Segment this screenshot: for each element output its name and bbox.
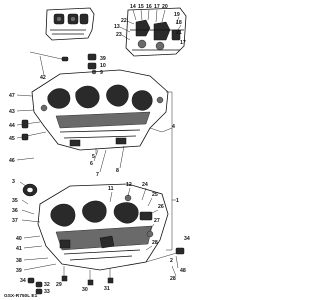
seal-group-left: 3 35 36 37: [12, 179, 41, 224]
callout-24: 24: [142, 182, 148, 188]
callout-28b: 28: [170, 276, 176, 282]
parts-diagram: 14 15 16 17 20 22 13 19 18 23 21 17 42 3…: [4, 4, 190, 299]
callout-2: 2: [170, 258, 173, 264]
callout-28: 28: [152, 240, 158, 246]
callout-12: 12: [126, 182, 132, 188]
callout-21: 21: [176, 30, 182, 36]
crankcase-exploded-view: 14 15 16 17 20 22 13 19 18 23 21 17 42 3…: [4, 4, 190, 299]
callout-38: 38: [16, 258, 22, 264]
callout-39: 39: [100, 56, 106, 62]
callout-42: 42: [40, 75, 46, 81]
upper-callouts: 14 15 16 17 20 22 13 19 18 23 21 17: [114, 4, 186, 46]
callout-41: 41: [16, 246, 22, 252]
callout-22: 22: [121, 18, 127, 24]
callout-18: 18: [176, 20, 182, 26]
callout-8: 8: [116, 168, 119, 174]
callout-47: 47: [9, 93, 15, 99]
callout-11: 11: [108, 186, 114, 192]
callout-19: 19: [174, 12, 180, 18]
callout-6: 6: [90, 161, 93, 167]
top-right-upper-case: [125, 7, 187, 57]
callout-29: 29: [56, 282, 62, 288]
callout-44: 44: [9, 123, 15, 129]
callout-17: 17: [154, 4, 160, 10]
callout-27: 27: [154, 218, 160, 224]
callout-31: 31: [104, 286, 110, 292]
top-left-gasket-part: [45, 7, 95, 41]
callout-37: 37: [12, 218, 18, 224]
lower-half-callouts: 11 12 24 25 26 27 28 40 41 38 39: [16, 182, 164, 274]
callout-39b: 39: [16, 268, 22, 274]
callout-14: 14: [130, 4, 136, 10]
bottom-fasteners: 34 32 33 29 30 31 2 48 28 34: [20, 236, 190, 295]
callout-4: 4: [172, 124, 175, 130]
diagram-caption: GSX-R750L E1: [4, 293, 38, 299]
callout-36: 36: [12, 208, 18, 214]
callout-13: 13: [114, 24, 120, 30]
callout-34: 34: [20, 278, 26, 284]
upper-crankcase-half: [31, 69, 169, 151]
callout-7: 7: [96, 172, 99, 178]
callout-17b: 17: [180, 40, 186, 46]
callout-34b: 34: [184, 236, 190, 242]
callout-16: 16: [146, 4, 152, 10]
callout-5: 5: [92, 154, 95, 160]
callout-35: 35: [12, 198, 18, 204]
callout-1: 1: [176, 198, 179, 204]
callout-25: 25: [152, 192, 158, 198]
callout-20: 20: [162, 4, 168, 10]
callout-30: 30: [82, 287, 88, 293]
callout-23: 23: [116, 32, 122, 38]
callout-33: 33: [44, 289, 50, 295]
callout-26: 26: [158, 204, 164, 210]
callout-48: 48: [180, 268, 186, 274]
callout-9: 9: [100, 70, 103, 76]
callout-43: 43: [9, 109, 15, 115]
top-center-fasteners: 39 10 9: [87, 53, 106, 76]
callout-15: 15: [138, 4, 144, 10]
callout-32: 32: [44, 282, 50, 288]
lower-crankcase-half: [37, 183, 169, 271]
upper-half-callouts: 47 43 44 45 46 5 6 7 8 1 4: [9, 91, 179, 251]
callout-46: 46: [9, 158, 15, 164]
callout-10: 10: [100, 63, 106, 69]
callout-40: 40: [16, 236, 22, 242]
callout-45: 45: [9, 136, 15, 142]
stud-bolt-42: 42: [29, 51, 69, 81]
callout-3: 3: [12, 179, 15, 185]
